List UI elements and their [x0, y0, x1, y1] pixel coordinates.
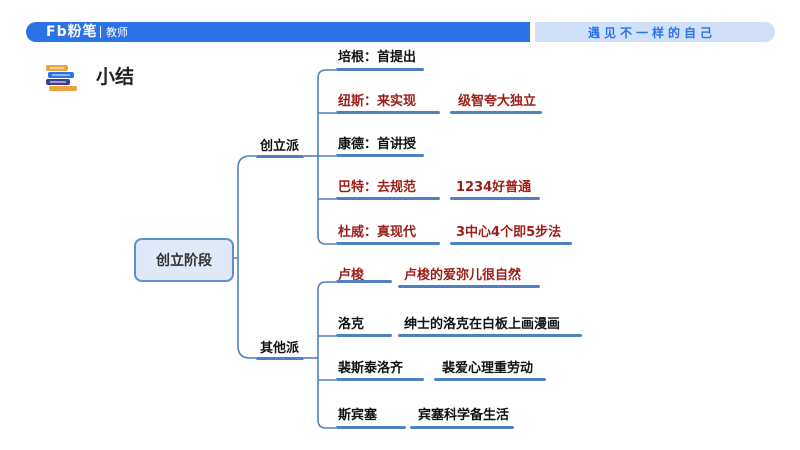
item-underline: [336, 378, 424, 381]
branch-label-others: 其他派: [260, 341, 300, 356]
item-underline: [336, 280, 392, 283]
item-underline: [410, 426, 514, 429]
header-banner: Fb粉笔 教师 遇见不一样的自己: [0, 0, 800, 46]
item-underline: [398, 334, 582, 337]
item-underline: [336, 242, 440, 245]
item-underline: [434, 378, 546, 381]
item-underline: [450, 197, 540, 200]
list-item-detail: 级智夸大独立: [458, 94, 537, 109]
summary-title: 小结: [96, 66, 135, 88]
brand-separator: [100, 26, 101, 38]
branch-underline: [256, 155, 304, 158]
list-item-name: 纽斯：来实现: [338, 94, 417, 109]
list-item-detail: 裴爱心理重劳动: [442, 361, 534, 376]
branch-label-founders: 创立派: [260, 139, 300, 154]
list-item-detail: 卢梭的爱弥儿很自然: [404, 268, 522, 283]
list-item-name: 培根：首提出: [338, 50, 417, 65]
list-item-name: 斯宾塞: [338, 408, 378, 423]
item-underline: [450, 111, 542, 114]
list-item-name: 杜威：真现代: [338, 225, 417, 240]
list-item-name: 洛克: [338, 317, 365, 332]
item-underline: [336, 68, 424, 71]
item-underline: [336, 334, 392, 337]
item-underline: [336, 111, 440, 114]
list-item-detail: 1234好普通: [456, 180, 532, 195]
item-underline: [336, 426, 406, 429]
root-node: 创立阶段: [134, 238, 234, 282]
brand-logo: Fb粉笔: [46, 24, 98, 40]
slogan-bar: [535, 22, 775, 42]
item-underline: [450, 242, 572, 245]
branch-underline: [256, 357, 304, 360]
list-item-name: 巴特：去规范: [338, 180, 417, 195]
brand-subtitle: 教师: [106, 26, 128, 39]
item-underline: [336, 197, 440, 200]
item-underline: [398, 285, 540, 288]
books-icon: [46, 65, 77, 91]
slogan-text: 遇见不一样的自己: [588, 26, 717, 40]
list-item-name: 裴斯泰洛齐: [338, 361, 404, 376]
list-item-detail: 绅士的洛克在白板上画漫画: [404, 317, 561, 332]
list-item-detail: 3中心4个即5步法: [456, 225, 562, 240]
list-item-name: 卢梭: [338, 268, 365, 283]
brand-bar: [26, 22, 530, 42]
list-item-name: 康德：首讲授: [338, 137, 417, 152]
item-underline: [336, 154, 424, 157]
list-item-detail: 宾塞科学备生活: [418, 408, 510, 423]
